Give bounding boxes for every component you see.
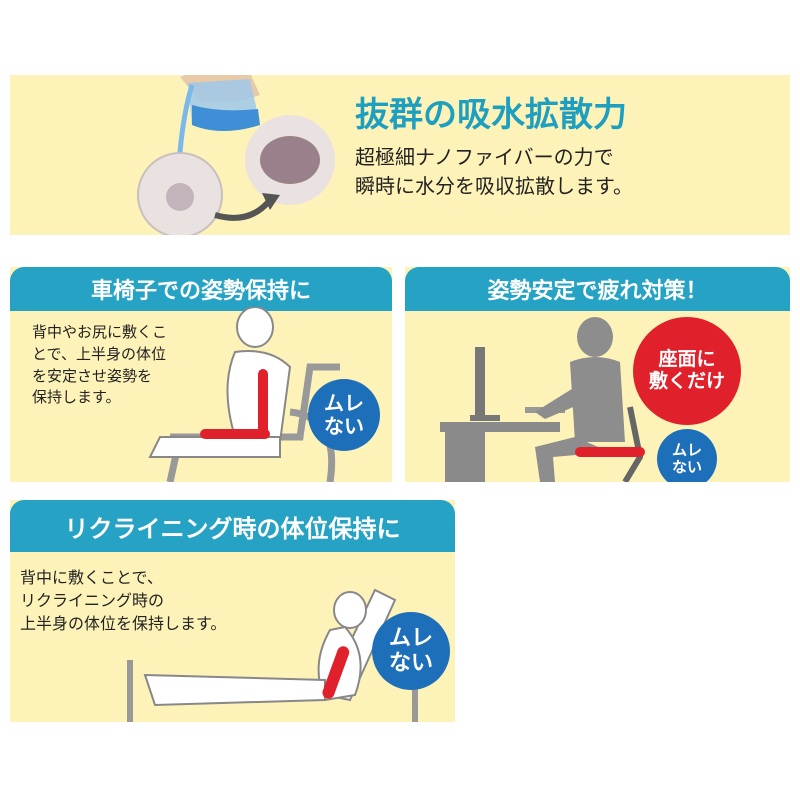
badge-line-1: ムレ	[671, 440, 702, 459]
recline-description: 背中に敷くことで、 リクライニング時の 上半身の体位を保持します。	[20, 568, 227, 634]
wheelchair-no-stuffiness-badge: ムレ ない	[308, 379, 380, 451]
absorption-panel: 抜群の吸水拡散力 超極細ナノファイバーの力で 瞬時に水分を吸収拡散します。	[10, 75, 790, 235]
badge-line-2: ない	[324, 414, 364, 438]
recline-title-tab: リクライニング時の体位保持に	[10, 500, 455, 552]
absorption-headline: 抜群の吸水拡散力	[355, 95, 627, 135]
water-absorption-illustration	[137, 75, 335, 235]
recline-title: リクライニング時の体位保持に	[64, 514, 401, 543]
desk-title: 姿勢安定で疲れ対策！	[487, 279, 708, 304]
badge-line-2: ない	[671, 458, 702, 476]
absorption-description: 超極細ナノファイバーの力で 瞬時に水分を吸収拡散します。	[355, 145, 633, 198]
office-worker-illustration	[440, 317, 645, 482]
wheelchair-title-tab: 車椅子での姿勢保持に	[10, 267, 392, 311]
desk-panel: 姿勢安定で疲れ対策！ 座面に 敷くだけ ムレ ない	[405, 267, 790, 482]
badge-line-1: 座面に	[658, 348, 716, 371]
wheelchair-illustration	[148, 307, 340, 482]
recline-panel: リクライニング時の体位保持に 背中に敷くことで、 リクライニング時の 上半身の体…	[10, 500, 455, 722]
badge-line-2: 敷くだけ	[648, 370, 725, 392]
wheelchair-description: 背中やお尻に敷くこ とで、上半身の体位 を安定させ姿勢を 保持します。	[32, 323, 168, 407]
seat-only-badge: 座面に 敷くだけ	[633, 317, 741, 425]
wheelchair-title: 車椅子での姿勢保持に	[90, 279, 311, 304]
desk-title-tab: 姿勢安定で疲れ対策！	[405, 267, 790, 311]
badge-line-1: ムレ	[388, 625, 433, 651]
wheelchair-panel: 車椅子での姿勢保持に 背中やお尻に敷くこ とで、上半身の体位 を安定させ姿勢を …	[10, 267, 392, 482]
badge-line-1: ムレ	[324, 391, 364, 415]
desk-no-stuffiness-badge: ムレ ない	[657, 429, 717, 482]
badge-line-2: ない	[388, 651, 433, 676]
recline-no-stuffiness-badge: ムレ ない	[372, 612, 450, 690]
